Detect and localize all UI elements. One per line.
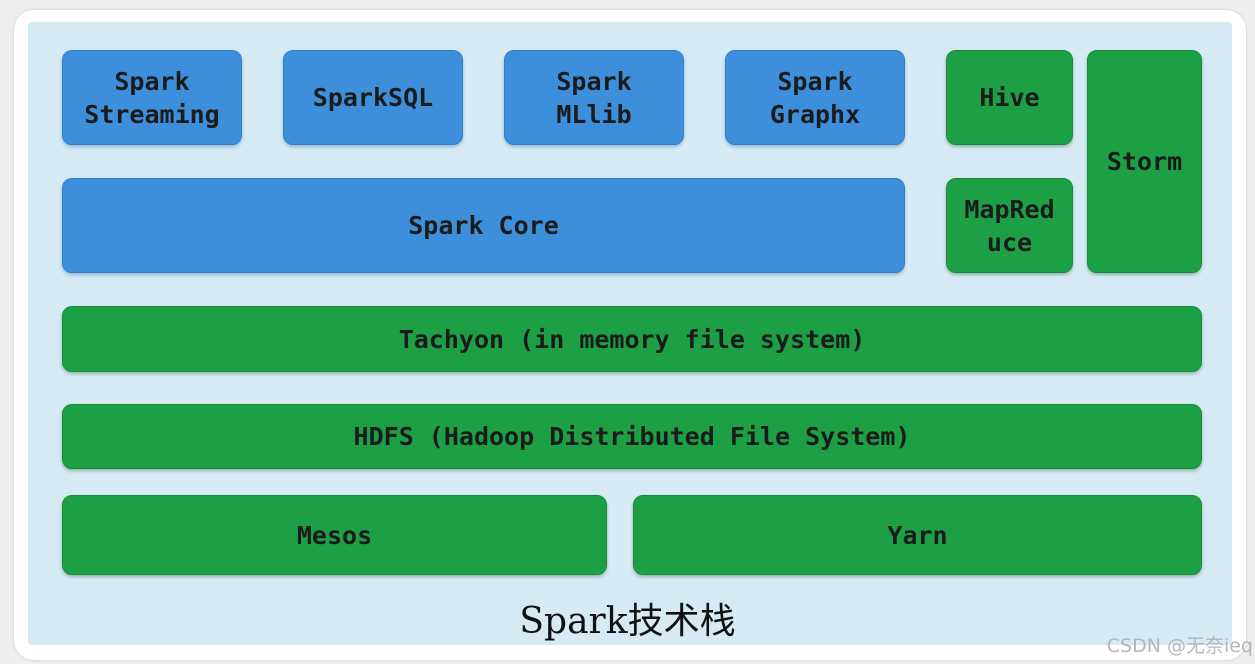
spark-core-label: Spark Core — [408, 211, 559, 240]
spark-graphx-label: Spark Graphx — [769, 66, 861, 129]
mapreduce-label: MapRed uce — [964, 194, 1055, 257]
spark-streaming-label: Spark Streaming — [84, 66, 220, 129]
yarn-block: Yarn — [633, 495, 1202, 575]
hive-label: Hive — [979, 83, 1040, 112]
spark-mllib-block: Spark MLlib — [504, 50, 684, 145]
tachyon-block: Tachyon (in memory file system) — [62, 306, 1202, 372]
spark-streaming-block: Spark Streaming — [62, 50, 242, 145]
tachyon-label: Tachyon (in memory file system) — [398, 324, 866, 354]
spark-mllib-label: Spark MLlib — [556, 66, 632, 129]
spark-sql-block: SparkSQL — [283, 50, 463, 145]
mesos-block: Mesos — [62, 495, 607, 575]
hive-block: Hive — [946, 50, 1073, 145]
hdfs-label: HDFS (Hadoop Distributed File System) — [353, 422, 911, 451]
spark-graphx-block: Spark Graphx — [725, 50, 905, 145]
yarn-label: Yarn — [887, 520, 948, 550]
hdfs-block: HDFS (Hadoop Distributed File System) — [62, 404, 1202, 469]
mapreduce-block: MapRed uce — [946, 178, 1073, 273]
spark-core-block: Spark Core — [62, 178, 905, 273]
diagram-caption: Spark技术栈 — [519, 601, 736, 642]
storm-label: Storm — [1106, 147, 1183, 176]
storm-block: Storm — [1087, 50, 1202, 273]
mesos-label: Mesos — [296, 520, 373, 550]
watermark: CSDN @无奈ieq — [1106, 635, 1253, 657]
spark-sql-label: SparkSQL — [312, 83, 434, 112]
